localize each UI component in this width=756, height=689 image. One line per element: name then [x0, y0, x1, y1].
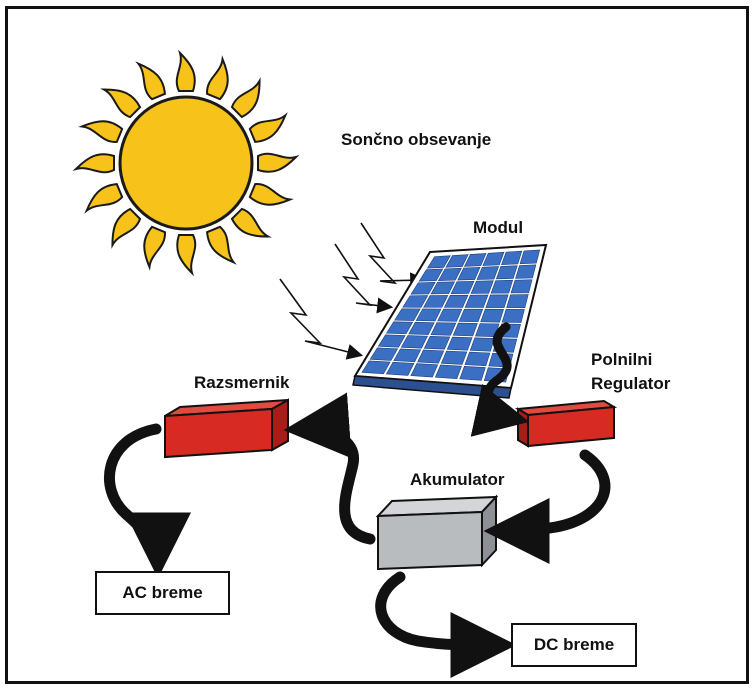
panel-cell [430, 281, 456, 295]
battery-label: Akumulator [410, 470, 505, 489]
panel-cell [385, 321, 414, 335]
sun-ray [230, 77, 261, 119]
panel-cell [434, 364, 462, 380]
panel-cell [408, 321, 435, 335]
panel-cell [452, 322, 478, 337]
ac-load-box: AC breme [95, 571, 230, 615]
panel-cell [459, 366, 486, 381]
panel-cell [464, 351, 491, 367]
panel-cell [458, 308, 484, 323]
panel-cell [501, 309, 525, 323]
panel-cell [417, 349, 445, 364]
sun-ray [206, 225, 237, 265]
sun-ray [100, 88, 142, 119]
sun-ray [175, 49, 196, 92]
panel-cell [476, 266, 500, 280]
panel-cell [457, 267, 481, 281]
sun-ray [111, 207, 142, 249]
sun-ray [72, 153, 115, 174]
sun-ray [78, 120, 124, 143]
inverter-icon [164, 398, 289, 459]
panel-cell [519, 249, 541, 265]
panel-cell [426, 255, 451, 269]
panel-cell [437, 267, 462, 281]
panel-cell [463, 253, 487, 267]
panel-cell [495, 265, 518, 280]
light-ray-1 [360, 222, 427, 289]
panel-cell [410, 363, 439, 378]
sun-ray [230, 207, 272, 238]
panel-cell [510, 279, 533, 294]
panel-cell [480, 308, 504, 323]
panel-cell [423, 295, 449, 308]
panel-cell [485, 294, 509, 308]
panel-cell [385, 361, 415, 376]
irradiance-label: Sončno obsevanje [341, 130, 492, 149]
panel-cell [506, 294, 529, 308]
arrow-panel-to-controller [470, 322, 530, 437]
sun-ray [176, 234, 197, 277]
panel-cell [402, 295, 429, 308]
light-rays [279, 222, 427, 360]
inverter-label: Razsmernik [194, 373, 290, 392]
arrow-battery-to-dc-load [375, 571, 517, 679]
arrow-controller-to-battery [483, 449, 611, 564]
charge-controller-label-line1: Polnilni [591, 350, 653, 369]
charge-controller-label-line2: Regulator [591, 374, 671, 393]
panel-cell [400, 335, 428, 349]
diagram-frame: Sončno obsevanje Modul Polnilni Regulato… [5, 6, 749, 684]
charge-controller-icon [514, 399, 618, 448]
sun-ray [206, 55, 229, 101]
flow-arrows [104, 322, 611, 679]
panel-cell [490, 279, 514, 294]
panel-cell [377, 334, 406, 348]
sun-ray [248, 183, 294, 206]
panel-cell [515, 264, 537, 279]
panel-cell [423, 336, 451, 350]
panel-cell [394, 308, 421, 321]
panel-cell [501, 250, 523, 266]
sun-ray [257, 152, 300, 173]
arrow-inverter-to-ac-load [104, 423, 191, 579]
sun-icon [72, 49, 300, 277]
panel-cell [450, 280, 475, 295]
sun-ray [135, 61, 166, 101]
panel-cell [418, 268, 444, 282]
light-ray-3 [279, 278, 364, 360]
sun-ray [84, 183, 124, 214]
panel-cell [415, 308, 442, 322]
panel-cell [470, 280, 494, 294]
sun-ray [143, 225, 166, 271]
module-label: Modul [473, 218, 524, 237]
panel-cell [410, 281, 436, 295]
panel-cell [445, 254, 469, 268]
panel-cell [440, 350, 468, 365]
sun-ray [248, 112, 288, 143]
panel-cell [464, 294, 489, 308]
panel-cell [437, 308, 463, 322]
panel-cell [361, 360, 391, 375]
light-ray-2 [334, 243, 394, 314]
panel-cell [446, 336, 473, 351]
panel-cell [393, 348, 422, 363]
arrow-battery-to-inverter [283, 392, 376, 545]
panel-cell [443, 294, 469, 308]
panel-cell [469, 337, 495, 352]
diagram-canvas [72, 49, 618, 679]
dc-load-box: DC breme [511, 623, 637, 667]
panel-cell [430, 322, 457, 336]
battery-icon [375, 494, 499, 571]
panel-cell [369, 347, 399, 361]
panel-cell [482, 251, 505, 266]
